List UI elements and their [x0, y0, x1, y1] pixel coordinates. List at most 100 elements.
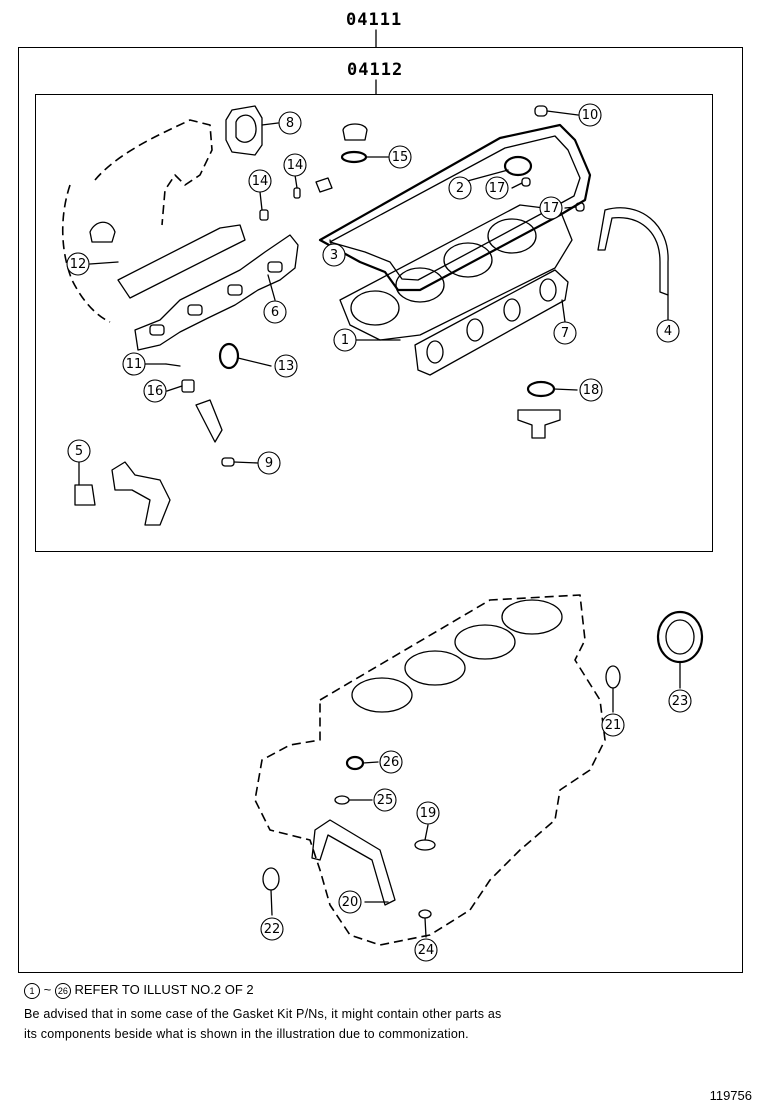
refer-note-text: REFER TO ILLUST NO.2 OF 2 [74, 982, 254, 997]
callout-7: 7 [553, 321, 577, 345]
callout-leaders [78, 110, 681, 938]
callout-19: 19 [416, 801, 440, 825]
callout-circle [656, 319, 680, 343]
inner-kit-frame [35, 94, 713, 552]
gasket-6-shape [134, 234, 299, 351]
callout-circle [579, 378, 603, 402]
callout-circle [257, 451, 281, 475]
oil-seal-23-inner [665, 619, 695, 655]
callout-13: 13 [274, 354, 298, 378]
callout-number: 10 [582, 108, 599, 123]
callout-circle [263, 300, 287, 324]
callout-circle [388, 145, 412, 169]
callout-25: 25 [373, 788, 397, 812]
callout-circle [601, 713, 625, 737]
cylinder-block-outline [254, 594, 606, 946]
callout-22: 22 [260, 917, 284, 941]
callout-20: 20 [338, 890, 362, 914]
callout-circle [448, 176, 472, 200]
callout-4: 4 [656, 319, 680, 343]
injector-shape [195, 399, 223, 443]
callout-3: 3 [322, 243, 346, 267]
seal-2 [503, 155, 533, 177]
callout-number: 13 [278, 359, 295, 374]
gasket-6-ports [149, 261, 283, 336]
distributor-shape [517, 409, 561, 439]
refer-range-end: 26 [54, 982, 71, 999]
callout-number: 11 [126, 357, 143, 372]
callout-1: 1 [333, 328, 357, 352]
o-ring-25 [334, 795, 350, 805]
callout-circle [122, 352, 146, 376]
advisory-line-1: Be advised that in some case of the Gask… [24, 1007, 502, 1021]
callout-circle [539, 196, 563, 220]
callout-number: 2 [456, 181, 464, 196]
gasket-strip-shape [117, 224, 246, 299]
callout-2: 2 [448, 176, 472, 200]
callout-12: 12 [66, 252, 90, 276]
grommet-17a [521, 177, 531, 187]
o-ring-26 [345, 755, 365, 771]
callout-number: 5 [75, 444, 83, 459]
callout-14: 14 [248, 169, 272, 193]
gasket-8-shape [225, 105, 263, 156]
callout-number: 17 [489, 181, 506, 196]
washer-14b [293, 187, 301, 199]
housing-cap-shape [89, 221, 116, 243]
o-ring-13 [218, 342, 240, 370]
illustration-number: 119756 [709, 1088, 752, 1103]
gasket-20-shape [311, 819, 396, 906]
callout-circle [333, 328, 357, 352]
callout-circle [379, 750, 403, 774]
callout-circle [278, 111, 302, 135]
callout-circle [373, 788, 397, 812]
gasket-7-shape [414, 269, 569, 376]
callout-circle [416, 801, 440, 825]
water-pipe-shape [111, 461, 171, 526]
callout-24: 24 [414, 938, 438, 962]
washer-14a [259, 209, 269, 221]
callout-21: 21 [601, 713, 625, 737]
gasket-3-inner [329, 135, 581, 281]
kit-number-inner: 04112 [347, 60, 404, 80]
callout-18: 18 [579, 378, 603, 402]
callout-number: 7 [561, 326, 569, 341]
callout-circle [283, 153, 307, 177]
callout-6: 6 [263, 300, 287, 324]
callout-5: 5 [67, 439, 91, 463]
gasket-1-shape [339, 204, 573, 341]
gasket-5-shape [74, 484, 96, 506]
callout-number: 20 [342, 895, 359, 910]
seal-22 [262, 867, 280, 891]
callout-8: 8 [278, 111, 302, 135]
grommet-10 [534, 105, 548, 117]
callout-17: 17 [485, 176, 509, 200]
callout-11: 11 [122, 352, 146, 376]
callout-number: 26 [383, 755, 400, 770]
o-ring-18 [526, 380, 556, 398]
callout-number: 22 [264, 922, 281, 937]
refer-note: 1 ~ 26 REFER TO ILLUST NO.2 OF 2 [24, 982, 254, 999]
callout-circle [248, 169, 272, 193]
callout-15: 15 [388, 145, 412, 169]
callout-circle [322, 243, 346, 267]
refer-range-start: 1 [24, 982, 40, 999]
seal-21 [605, 665, 621, 689]
callout-circle [578, 103, 602, 127]
block-bores [351, 599, 563, 713]
callout-number: 4 [664, 324, 672, 339]
callout-number: 9 [265, 456, 273, 471]
callout-number: 16 [147, 384, 164, 399]
o-ring-15 [340, 150, 368, 164]
callout-circle [668, 689, 692, 713]
callout-circle [143, 379, 167, 403]
callout-number: 19 [420, 806, 437, 821]
callout-number: 18 [583, 383, 600, 398]
callout-number: 25 [377, 793, 394, 808]
callout-number: 8 [286, 116, 294, 131]
callout-16: 16 [143, 379, 167, 403]
callout-9: 9 [257, 451, 281, 475]
kit-number-outer: 04111 [346, 10, 403, 30]
manifold-outline-dashed [61, 119, 213, 323]
